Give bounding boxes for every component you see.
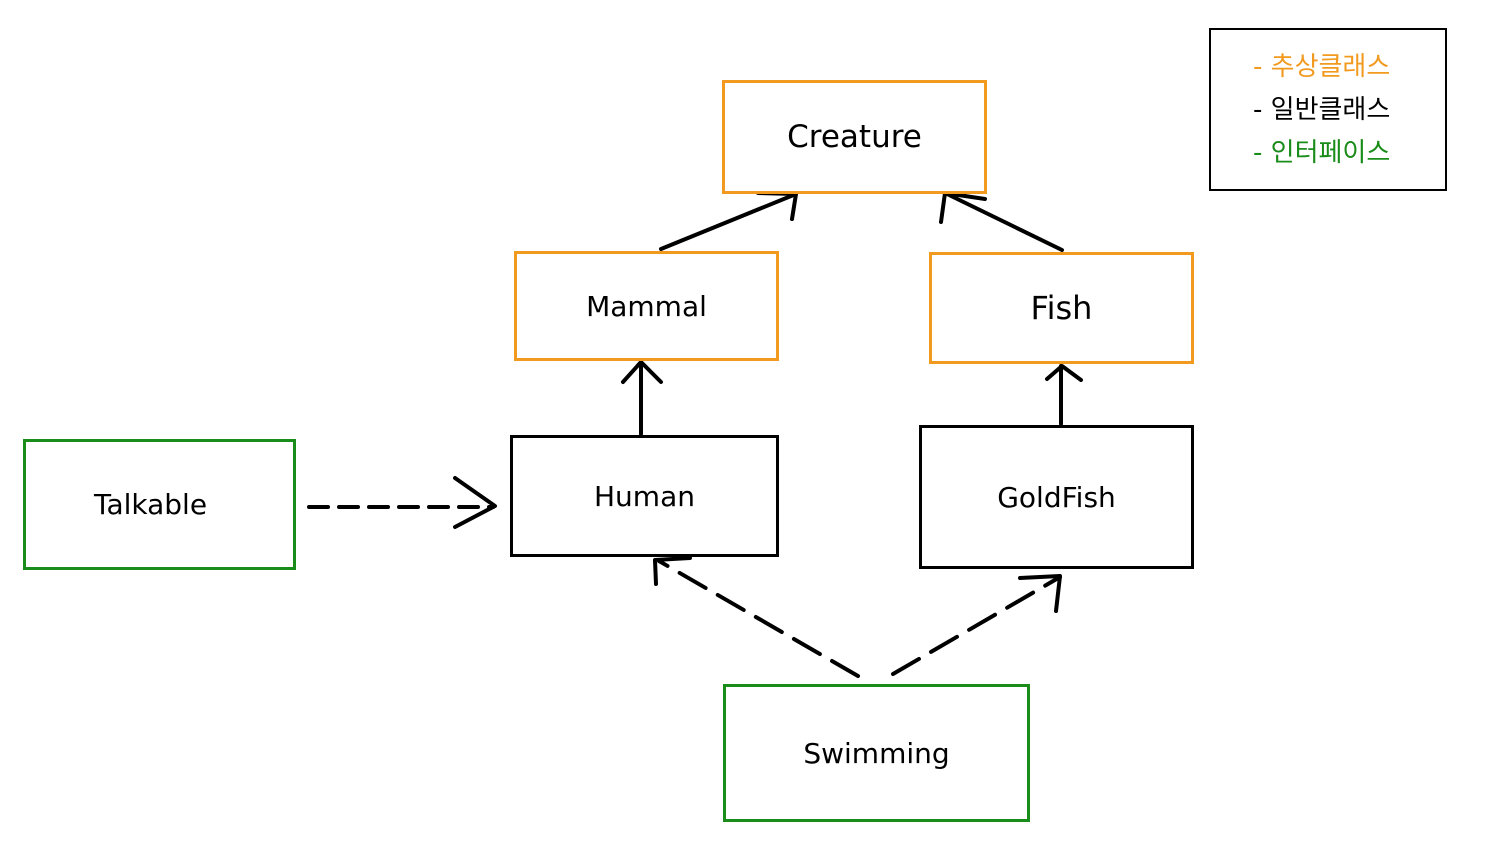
arrow-swimming-to-goldfish: [891, 574, 1062, 676]
legend: - 추상클래스 - 일반클래스 - 인터페이스: [1209, 28, 1447, 191]
class-creature-label: Creature: [787, 119, 922, 155]
arrow-human-to-mammal: [621, 360, 663, 436]
class-mammal: Mammal: [514, 251, 779, 361]
class-mammal-label: Mammal: [586, 289, 707, 323]
class-fish: Fish: [929, 252, 1194, 364]
legend-concrete-class: - 일반클래스: [1253, 95, 1391, 125]
class-goldfish-label: GoldFish: [997, 480, 1116, 514]
class-creature: Creature: [722, 80, 987, 194]
legend-interface: - 인터페이스: [1253, 138, 1391, 168]
interface-talkable-label: Talkable: [94, 488, 208, 521]
arrow-swimming-to-human: [653, 556, 860, 678]
class-human-label: Human: [594, 479, 695, 513]
arrow-talkable-to-human: [307, 476, 497, 529]
arrow-mammal-to-creature: [659, 191, 798, 251]
interface-talkable: Talkable: [23, 439, 296, 570]
class-goldfish: GoldFish: [919, 425, 1194, 569]
arrow-goldfish-to-fish: [1045, 364, 1083, 426]
legend-abstract-class: - 추상클래스: [1253, 52, 1391, 82]
class-fish-label: Fish: [1030, 289, 1093, 327]
interface-swimming: Swimming: [723, 684, 1030, 822]
class-human: Human: [510, 435, 779, 557]
arrow-fish-to-creature: [939, 191, 1064, 252]
interface-swimming-label: Swimming: [803, 736, 950, 770]
